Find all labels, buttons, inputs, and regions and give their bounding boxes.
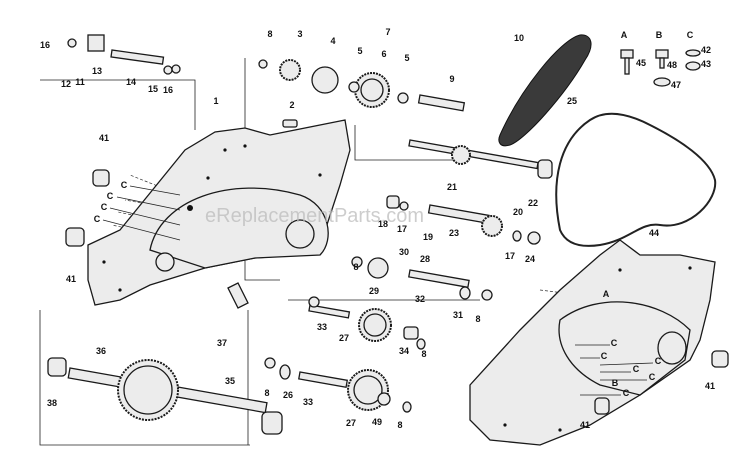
callout-c41c: 41 — [705, 381, 715, 391]
callout-c47: 47 — [671, 80, 681, 90]
callout-c10: 10 — [514, 33, 524, 43]
callout-c20: 20 — [513, 207, 523, 217]
callout-c8f: 8 — [397, 420, 402, 430]
callout-c23: 23 — [449, 228, 459, 238]
hardware-kit — [620, 49, 701, 87]
callout-c36: 36 — [96, 346, 106, 356]
callout-c12: 12 — [61, 79, 71, 89]
callout-c1: 1 — [213, 96, 218, 106]
callout-cB2: B — [612, 378, 619, 388]
callout-c41d: 41 — [580, 420, 590, 430]
callout-c27a: 27 — [339, 333, 349, 343]
callout-c5a: 5 — [357, 46, 362, 56]
callout-c11: 11 — [75, 77, 85, 87]
callout-c37: 37 — [217, 338, 227, 348]
callout-cC1: C — [687, 30, 694, 40]
callout-c18: 18 — [378, 219, 388, 229]
callout-c7: 7 — [385, 27, 390, 37]
callout-cC05: C — [611, 338, 618, 348]
callout-c9: 9 — [449, 74, 454, 84]
callout-c16a: 16 — [40, 40, 50, 50]
right-transmission-housing — [469, 239, 716, 446]
callout-c28: 28 — [420, 254, 430, 264]
callout-c34: 34 — [399, 346, 409, 356]
watermark: eReplacementParts.com — [205, 205, 424, 227]
callout-c13: 13 — [92, 66, 102, 76]
callout-c16b: 16 — [163, 85, 173, 95]
callout-c14: 14 — [126, 77, 136, 87]
callout-c30: 30 — [399, 247, 409, 257]
callout-c27b: 27 — [346, 418, 356, 428]
callout-cC02: C — [107, 191, 114, 201]
callout-c49: 49 — [372, 417, 382, 427]
callout-c42: 42 — [701, 45, 711, 55]
callout-c22: 22 — [528, 198, 538, 208]
callout-c17a: 17 — [397, 224, 407, 234]
callout-c8b: 8 — [353, 262, 358, 272]
callout-c33b: 33 — [303, 397, 313, 407]
callout-c24: 24 — [525, 254, 535, 264]
callout-c8c: 8 — [475, 314, 480, 324]
callout-c17b: 17 — [505, 251, 515, 261]
callout-cC03: C — [101, 202, 108, 212]
left-transmission-housing — [87, 119, 351, 309]
callout-cC04: C — [94, 214, 101, 224]
callout-c26: 26 — [283, 390, 293, 400]
callout-cC08: C — [633, 364, 640, 374]
callout-cC10: C — [623, 388, 630, 398]
callout-c29: 29 — [369, 286, 379, 296]
callout-c8e: 8 — [264, 388, 269, 398]
callout-c45: 45 — [636, 58, 646, 68]
callout-cA2: A — [603, 289, 610, 299]
callout-c25: 25 — [567, 96, 577, 106]
callout-c8a: 8 — [267, 29, 272, 39]
callout-c19: 19 — [423, 232, 433, 242]
callout-c35: 35 — [225, 376, 235, 386]
callout-cC01: C — [121, 180, 128, 190]
callout-c41a: 41 — [99, 133, 109, 143]
callout-c48: 48 — [667, 60, 677, 70]
callout-c6: 6 — [381, 49, 386, 59]
callout-c32: 32 — [415, 294, 425, 304]
callout-cB1: B — [656, 30, 663, 40]
callout-c3: 3 — [297, 29, 302, 39]
bearings-and-washers — [47, 38, 729, 435]
callout-c38: 38 — [47, 398, 57, 408]
callout-c2: 2 — [289, 100, 294, 110]
callout-c4: 4 — [330, 36, 335, 46]
housing-gasket — [555, 112, 717, 247]
drive-chain — [498, 34, 592, 147]
callout-c41b: 41 — [66, 274, 76, 284]
callout-c15: 15 — [148, 84, 158, 94]
bolt-pointers — [102, 185, 654, 396]
callout-c5b: 5 — [404, 53, 409, 63]
callout-c33a: 33 — [317, 322, 327, 332]
callout-c8d: 8 — [421, 349, 426, 359]
callout-c43: 43 — [701, 59, 711, 69]
callout-cC06: C — [601, 351, 608, 361]
callout-c21: 21 — [447, 182, 457, 192]
callout-c31: 31 — [453, 310, 463, 320]
callout-cC09: C — [649, 372, 656, 382]
callout-cA1: A — [621, 30, 628, 40]
callout-cC07: C — [655, 356, 662, 366]
gears — [117, 59, 503, 421]
callout-c44: 44 — [649, 228, 659, 238]
